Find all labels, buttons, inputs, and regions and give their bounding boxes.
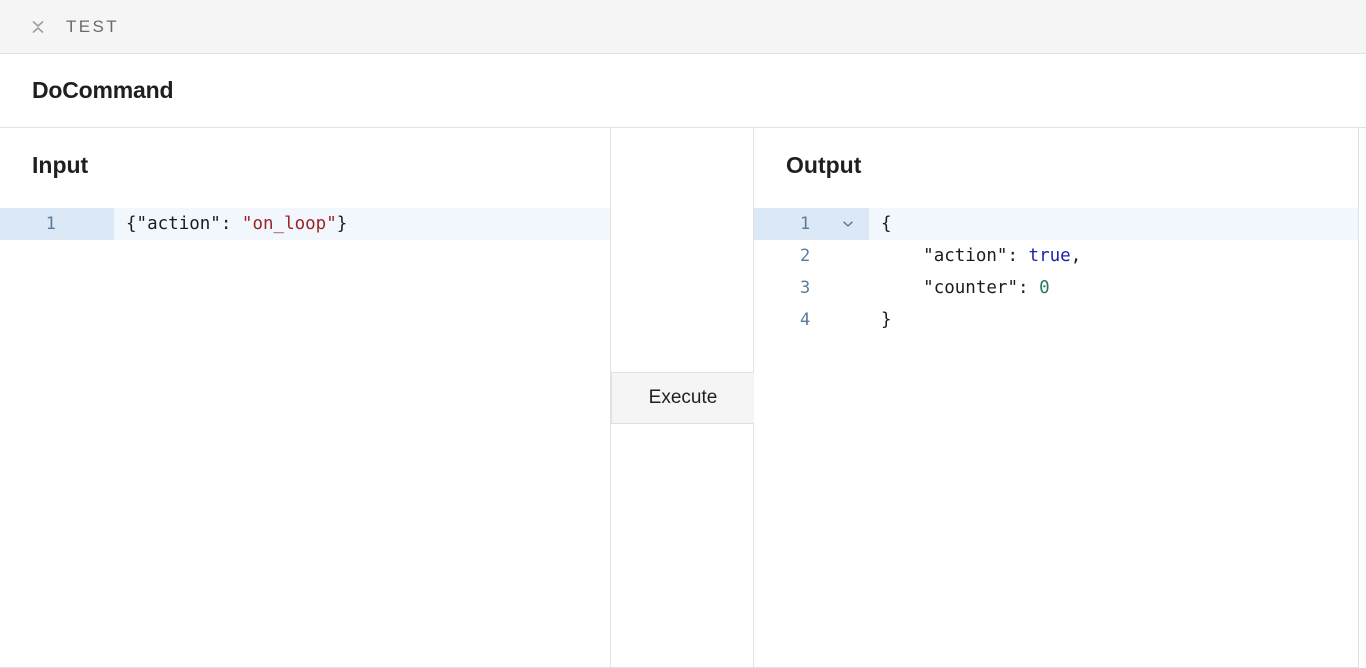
code-content[interactable]: "counter": 0 xyxy=(869,272,1366,304)
code-line[interactable]: 1 {"action": "on_loop"} xyxy=(0,208,610,240)
input-panel: Input 1 {"action": "on_loop"} xyxy=(0,128,610,667)
code-content[interactable]: "action": true, xyxy=(869,240,1366,272)
line-number: 4 xyxy=(800,310,811,330)
token-punct: { xyxy=(126,214,137,234)
token-punct: , xyxy=(1070,246,1082,266)
token-key: "counter" xyxy=(923,278,1018,298)
command-header: DoCommand xyxy=(0,54,1366,128)
code-line[interactable]: 2 "action": true, xyxy=(754,240,1366,272)
token-punct: : xyxy=(220,214,242,234)
execute-button[interactable]: Execute xyxy=(611,372,755,424)
line-number-gutter: 4 xyxy=(754,304,869,336)
code-line[interactable]: 3 "counter": 0 xyxy=(754,272,1366,304)
token-key: "action" xyxy=(923,246,1008,266)
code-content[interactable]: { xyxy=(869,208,1366,240)
code-content[interactable]: {"action": "on_loop"} xyxy=(114,208,610,240)
line-number-gutter: 2 xyxy=(754,240,869,272)
line-number: 3 xyxy=(800,278,811,298)
output-panel: Output 1{2 "action": true,3 "counter": 0… xyxy=(754,128,1366,667)
line-number: 1 xyxy=(800,214,811,234)
token-punct: : xyxy=(1017,278,1040,298)
token-bool: true xyxy=(1028,246,1071,266)
output-panel-title: Output xyxy=(786,152,862,178)
token-punct xyxy=(881,272,923,304)
code-line[interactable]: 4} xyxy=(754,304,1366,336)
execute-panel: Execute xyxy=(610,128,755,667)
code-content[interactable]: } xyxy=(869,304,1366,336)
page-title: DoCommand xyxy=(32,77,174,103)
token-punct: : xyxy=(1007,246,1029,266)
input-code-editor[interactable]: 1 {"action": "on_loop"} xyxy=(0,208,610,667)
token-punct: } xyxy=(881,310,892,330)
token-punct: } xyxy=(336,214,348,234)
test-bar: TEST xyxy=(0,0,1366,54)
line-number-gutter: 1 xyxy=(0,208,114,240)
editor-body: Input 1{"action": "on_loop"} Execute Out… xyxy=(0,128,1366,668)
collapse-chevrons-icon[interactable] xyxy=(30,16,46,38)
line-number: 1 xyxy=(45,214,56,234)
line-number-gutter: 3 xyxy=(754,272,869,304)
input-panel-title: Input xyxy=(32,152,89,178)
line-number-gutter: 1 xyxy=(754,208,869,240)
vertical-scrollbar[interactable] xyxy=(1358,128,1366,668)
token-key: "action" xyxy=(136,214,221,234)
token-punct: { xyxy=(881,214,892,234)
token-punct xyxy=(881,240,923,272)
test-bar-label: TEST xyxy=(66,16,120,36)
chevron-down-icon[interactable] xyxy=(839,215,857,233)
token-num: 0 xyxy=(1039,278,1050,298)
line-number: 2 xyxy=(800,246,811,266)
code-line[interactable]: 1{ xyxy=(754,208,1366,240)
token-string: "on_loop" xyxy=(241,214,337,234)
